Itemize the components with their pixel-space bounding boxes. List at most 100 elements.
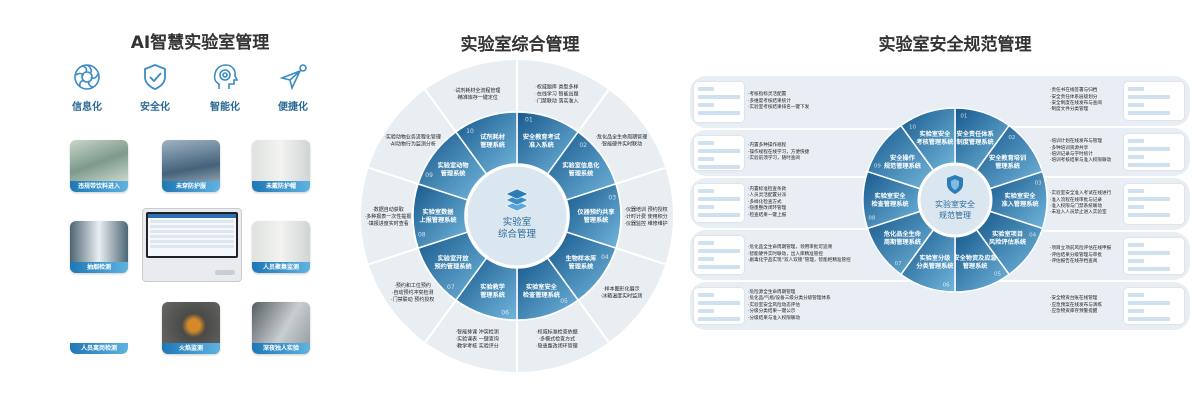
camera-tile[interactable]: 抽烟检测 [70, 221, 128, 273]
segment-name-line: 仪器预约共享 [576, 208, 614, 216]
segment-name: 危化品全生命周期管理系统 [883, 230, 922, 246]
segment-name: 仪器预约共享管理系统 [576, 208, 614, 224]
segment-name: 实验室项目风险评估系统 [989, 230, 1027, 246]
mini-screenshot [694, 136, 744, 170]
mini-row [1128, 267, 1170, 271]
segment-name-line: 管理系统 [584, 216, 610, 224]
mini-row [698, 165, 740, 169]
mini-row [1128, 309, 1144, 313]
segment-name-line: 实验室安全 [526, 283, 558, 291]
segment-details-line: ·门禁联动 落实准入 [535, 97, 578, 104]
camera-tile[interactable]: 火焰监测 [162, 302, 220, 354]
segment-name: 实验室动物管理系统 [438, 162, 470, 178]
segment-number-line: 08 [868, 215, 875, 221]
camera-tile[interactable]: 违规带饮料进入 [70, 140, 128, 192]
segment-name-line: 实验教学 [480, 283, 505, 291]
segment-name: 实验室安全考核管理系统 [916, 130, 954, 146]
camera-tile[interactable]: 未戴防护帽 [252, 140, 310, 192]
segment-details: ·预约和工位预约·自动预约冲突检测·门禁联动 预约授权 [391, 281, 434, 302]
segment-details-line: ·预约和工位预约 [394, 281, 431, 288]
bullet-item: ·培训计划在线发布与管理 [1050, 139, 1102, 145]
segment-number: 08 [418, 231, 426, 238]
bullet-item: ·安全制度在线发布与查阅 [1050, 101, 1102, 106]
bullet-list: ·安全物资台账在线管理·应急预案在线发布与演练·应急物资库存预警提醒 [1050, 296, 1102, 315]
segment-name: 实验室数据上报管理系统 [419, 208, 457, 224]
segment-details-line: ·教学考核 实验评分 [456, 342, 499, 349]
segment-number: 01 [525, 116, 533, 123]
segment-number: 04 [601, 253, 609, 260]
segment-name-line: 规范管理系统 [884, 162, 922, 170]
bullet-item: ·操作规程在线学习，方便快捷 [748, 149, 810, 155]
segment-details-line: ·门禁联动 预约授权 [391, 295, 434, 302]
tile-label: 违规带饮料进入 [70, 181, 128, 192]
feature-label: 信息化 [72, 102, 102, 113]
camera-tile[interactable]: 未穿防护服 [162, 140, 220, 192]
segment-name-line: 实验室项目 [992, 230, 1023, 238]
mini-row [698, 317, 740, 321]
segment-name-line: 管理系统 [480, 291, 506, 299]
segment-number-line: 03 [608, 194, 616, 201]
segment-number-line: 03 [1035, 180, 1042, 186]
segment-name-line: 实验室开放 [438, 254, 470, 262]
segment-name-line: 上报管理系统 [419, 216, 457, 224]
bullet-item: ·剧毒化学品实现“双人双锁”管理，智能柜精准管控 [748, 258, 851, 264]
bullet-list: ·项目立项前风险评估在线申报·评估结果分级管理与审批·评估报告在线存档查阅 [1050, 246, 1111, 265]
segment-name-line: 实验室信息化 [562, 162, 600, 170]
mini-row [698, 205, 714, 209]
segment-details-line: ·实验动物业务流程化管理 [384, 133, 441, 140]
segment-name-line: 安全教育培训 [989, 154, 1026, 162]
segment-number: 05 [994, 271, 1001, 277]
bullet-item: ·隐患整改闭环管理 [748, 206, 787, 212]
camera-tile[interactable]: 人员离岗检测 [70, 302, 128, 354]
bullet-item: ·危险源全生命周期管理 [748, 290, 796, 295]
segment-name: 安全责任体系制度管理系统 [957, 130, 995, 146]
mini-row [1128, 87, 1144, 91]
segment-number: 06 [943, 282, 950, 288]
tile-label: 未穿防护服 [162, 181, 220, 192]
mini-row [1128, 205, 1144, 209]
feature-label: 智能化 [210, 102, 240, 113]
tile-label: 人员离岗检测 [70, 343, 128, 354]
segment-name-line: 实验室动物 [438, 162, 470, 170]
segment-name-line: 管理系统 [995, 162, 1021, 170]
mini-row [1128, 293, 1144, 297]
segment-name-line: 管理系统 [963, 262, 989, 270]
camera-tile[interactable]: 人员聚集监测 [252, 221, 310, 273]
feature-safety: 安全化 [125, 62, 185, 113]
segment-details: ·试剂耗材全流程管理·精准库存一键定位 [454, 86, 501, 100]
segment-details: ·权威标准检查依据·多模式检查方式·隐患整改闭环管理 [536, 328, 578, 349]
bullet-list: ·危险源全生命周期管理·危化品/气瓶/设备三级分类分级管理体系·实验室安全风险动… [748, 290, 831, 322]
mini-row [698, 241, 714, 245]
aperture-icon [74, 64, 100, 90]
segment-details-line: ·智能排课 冲突检测 [456, 328, 499, 335]
segment-name-line: 安全教育考试 [523, 133, 561, 141]
segment-number-line: 10 [466, 128, 474, 135]
mini-row [698, 213, 740, 217]
bullet-item: ·危化品/气瓶/设备三级分类分级管理体系 [748, 296, 831, 302]
segment-number-line: 02 [579, 142, 587, 149]
mini-row [1128, 251, 1170, 255]
segment-name-line: 安全责任体系 [957, 130, 994, 138]
segment-name-line: 检查管理系统 [523, 291, 561, 299]
segment-number-line: 02 [1008, 134, 1015, 140]
bullet-item: ·实验室安全风险动态评估 [748, 302, 800, 308]
segment-number-line: 01 [960, 113, 967, 119]
feature-intelligence: 智能化 [195, 62, 255, 113]
segment-number: 02 [1008, 134, 1015, 140]
segment-name: 安全物资及应急管理系统 [953, 254, 997, 270]
mini-row [698, 309, 714, 313]
segment-number-line: 04 [601, 253, 609, 260]
mini-row [1128, 301, 1170, 305]
head-brain-icon [213, 64, 239, 89]
mini-row [1128, 95, 1170, 99]
mini-row [1128, 213, 1170, 217]
bullet-item: ·人员灵活配置分派 [748, 193, 787, 199]
segment-number: 07 [895, 261, 902, 267]
camera-tile[interactable]: 深夜独人实验 [252, 302, 310, 354]
segment-details-line: ·权威题库 类型多样 [535, 83, 578, 90]
shield-icon [947, 175, 963, 194]
segment-number: 02 [579, 142, 587, 149]
left-title: AI智慧实验室管理 [130, 33, 270, 53]
segment-details-line: ·实验课表 一键查询 [456, 335, 499, 342]
segment-number-line: 04 [1029, 232, 1036, 238]
